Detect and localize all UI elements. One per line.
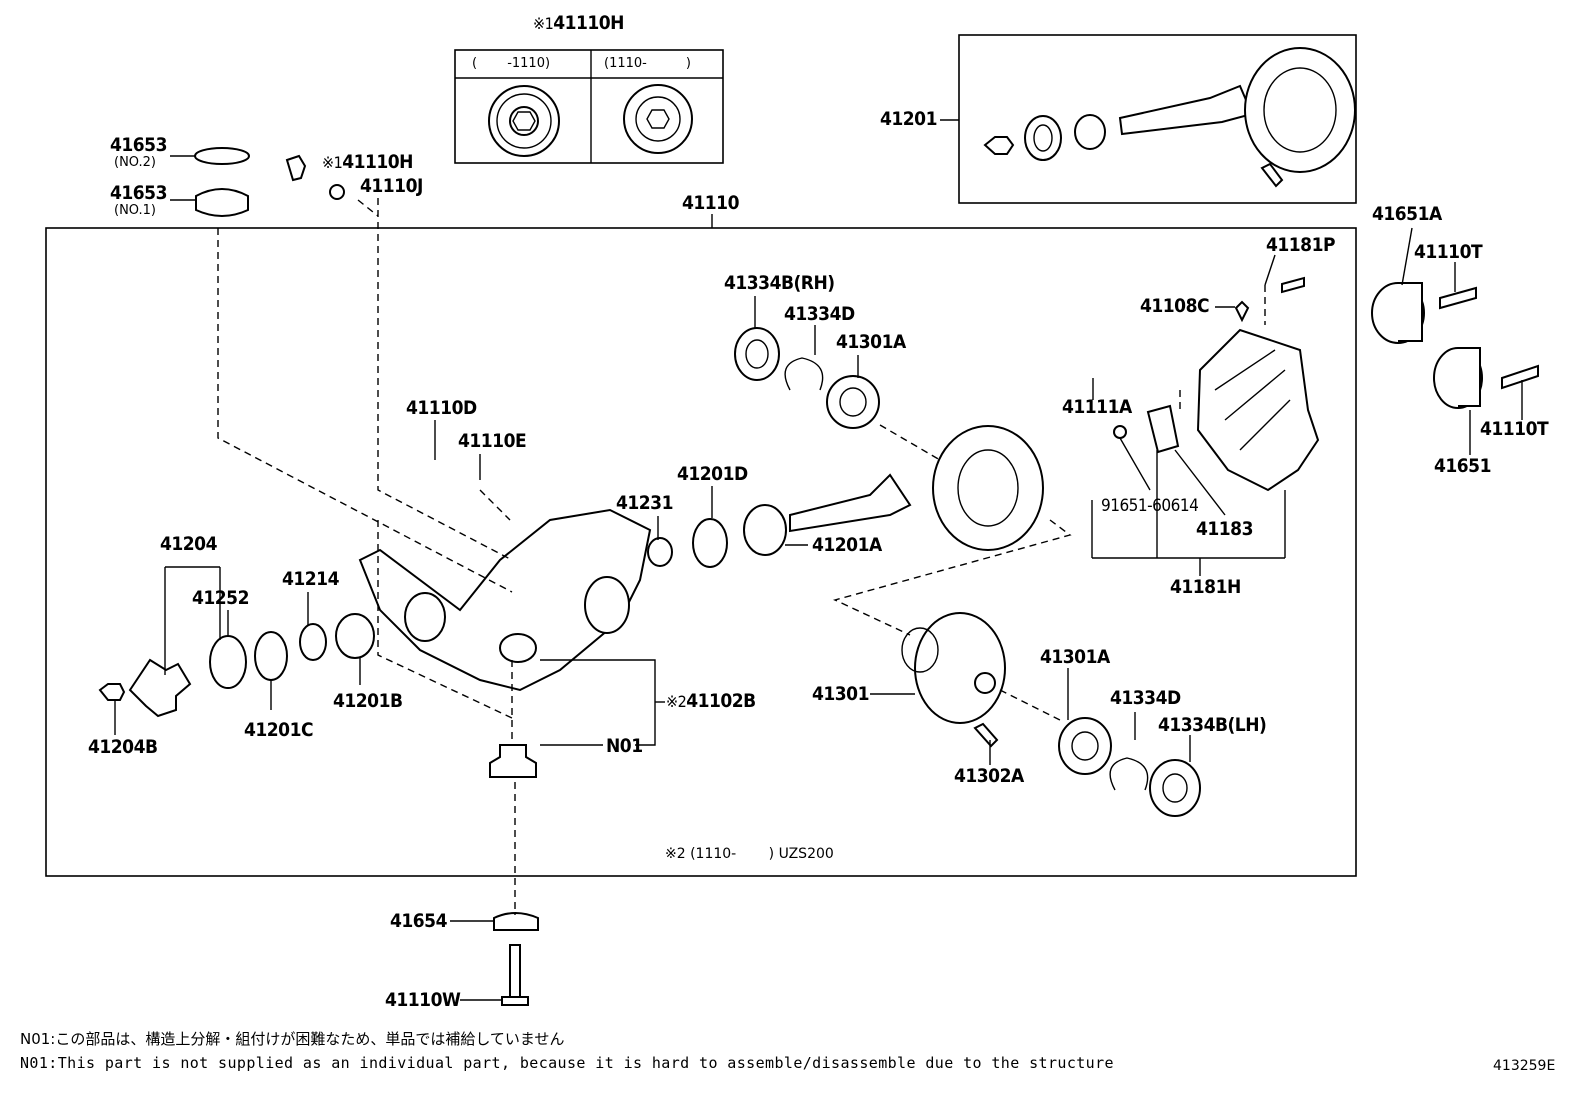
label-41110H-top[interactable]: ※141110H	[533, 12, 624, 34]
label-91651-60614[interactable]: 91651-60614	[1101, 496, 1199, 516]
label-41204[interactable]: 41204	[160, 533, 217, 555]
label-41183[interactable]: 41183	[1196, 518, 1253, 540]
label-41111A[interactable]: 41111A	[1062, 396, 1132, 418]
label-41110J[interactable]: 41110J	[360, 175, 423, 197]
bearing-41201A	[743, 504, 787, 556]
inset-41201	[958, 34, 1357, 204]
companion-flange-41204	[98, 613, 375, 718]
mark-1b: ※1	[322, 153, 343, 172]
inset-41110H	[454, 49, 724, 164]
label-41214[interactable]: 41214	[282, 568, 339, 590]
mount-bushing-N01	[489, 744, 537, 778]
label-41201C[interactable]: 41201C	[244, 719, 314, 741]
inset-header-left: ( -1110)	[472, 56, 551, 71]
label-41653-no1[interactable]: 41653	[110, 182, 167, 204]
label-41334B-RH[interactable]: 41334B(RH)	[724, 272, 835, 294]
note-japanese: N01:この部品は、構造上分解・組付けが困難なため、単品では補給していません	[20, 1030, 565, 1048]
label-41201[interactable]: 41201	[880, 108, 937, 130]
assembly-frame	[45, 227, 1357, 877]
flange-41651A	[1371, 282, 1477, 344]
diagram-id: 413259E	[1493, 1058, 1556, 1074]
label-41108C[interactable]: 41108C	[1140, 295, 1210, 317]
label-41201D[interactable]: 41201D	[677, 463, 748, 485]
note-english: N01:This part is not supplied as an indi…	[20, 1054, 1114, 1072]
label-41181P[interactable]: 41181P	[1266, 234, 1336, 256]
label-41654[interactable]: 41654	[390, 910, 447, 932]
flange-41651	[1433, 347, 1539, 409]
label-41102B[interactable]: ※241102B	[666, 690, 756, 712]
inset-header-right: (1110- )	[604, 56, 691, 71]
shim-41201D	[692, 518, 728, 568]
label-41231[interactable]: 41231	[616, 492, 673, 514]
label-41110H-mid-text: 41110H	[342, 151, 413, 173]
label-41110D[interactable]: 41110D	[406, 397, 477, 419]
ring-gear	[932, 425, 1044, 551]
label-41301A-b[interactable]: 41301A	[1040, 646, 1110, 668]
bearing-41301A-bottom	[1058, 717, 1112, 775]
label-41102B-text: 41102B	[686, 690, 756, 712]
label-41110[interactable]: 41110	[682, 192, 739, 214]
label-41181H[interactable]: 41181H	[1170, 576, 1241, 598]
ring-pinion-gear-set	[983, 47, 1356, 188]
label-41110H-mid[interactable]: ※141110H	[322, 151, 413, 173]
label-41653-no2-sub: (NO.2)	[114, 155, 156, 170]
stopper-41654	[493, 912, 539, 931]
label-41651[interactable]: 41651	[1434, 455, 1491, 477]
washer-41653-no1	[195, 188, 249, 217]
label-41334D-b[interactable]: 41334D	[1110, 687, 1181, 709]
label-41301A-a[interactable]: 41301A	[836, 331, 906, 353]
differential-carrier-41110	[358, 508, 652, 692]
label-41110H-top-text: 41110H	[553, 12, 624, 34]
label-41252[interactable]: 41252	[192, 587, 249, 609]
bearing-41301A-top	[826, 375, 880, 429]
seal-plug-new	[623, 84, 693, 154]
gasket-41110J	[329, 184, 345, 200]
mark-1: ※1	[533, 14, 554, 33]
diff-case-41301	[901, 612, 1006, 724]
seal-plug-old	[488, 85, 560, 157]
label-41201B[interactable]: 41201B	[333, 690, 403, 712]
label-41201A[interactable]: 41201A	[812, 534, 882, 556]
label-N01[interactable]: N01	[606, 735, 643, 757]
oil-seal-41334B-RH	[734, 327, 780, 381]
label-41110E[interactable]: 41110E	[458, 430, 527, 452]
label-41110T-a[interactable]: 41110T	[1414, 241, 1483, 263]
label-41204B[interactable]: 41204B	[88, 736, 158, 758]
washer-41653-no2	[194, 147, 250, 165]
rear-cover-41181H	[1113, 276, 1320, 492]
bolt-41110W	[501, 944, 529, 1006]
label-41653-no2[interactable]: 41653	[110, 134, 167, 156]
label-41301[interactable]: 41301	[812, 683, 869, 705]
label-41651A[interactable]: 41651A	[1372, 203, 1442, 225]
oil-seal-41334B-LH	[1149, 759, 1201, 817]
label-41653-no1-sub: (NO.1)	[114, 203, 156, 218]
label-41110W[interactable]: 41110W	[385, 989, 461, 1011]
plug-41110H	[285, 154, 307, 182]
label-41302A[interactable]: 41302A	[954, 765, 1024, 787]
spacer-41231	[647, 537, 673, 567]
bolt-41302A	[973, 722, 999, 748]
pinion-shaft	[789, 473, 912, 533]
mark-2: ※2	[666, 692, 687, 711]
snap-ring-41334D-b	[1109, 757, 1149, 791]
box-applicability-note: ※2 (1110- ) UZS200	[665, 846, 834, 862]
label-41110T-b[interactable]: 41110T	[1480, 418, 1549, 440]
label-41334B-LH[interactable]: 41334B(LH)	[1158, 714, 1267, 736]
snap-ring-41334D	[784, 357, 824, 391]
label-41334D-a[interactable]: 41334D	[784, 303, 855, 325]
